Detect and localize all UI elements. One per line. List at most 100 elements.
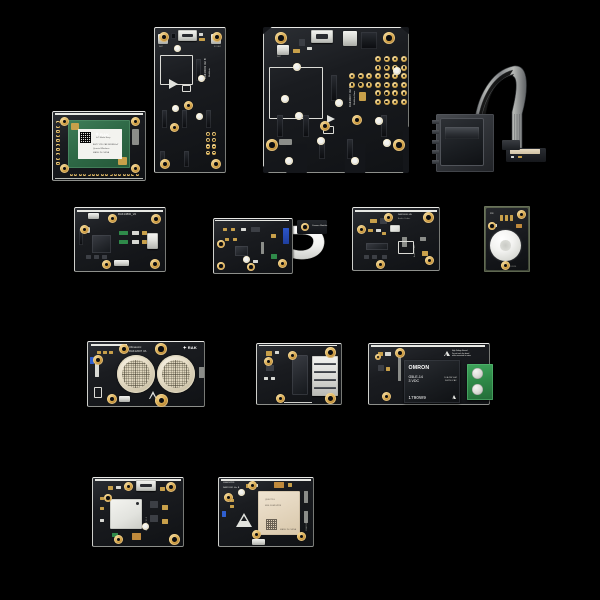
terminal-block-connector[interactable]: [312, 356, 338, 396]
terminal-lever[interactable]: [314, 362, 336, 366]
smd-component: [253, 260, 258, 263]
micro-usb-connector[interactable]: [136, 480, 156, 491]
product-rak19003-wisblock-base[interactable]: BAT SOLAR RAK19003 Ver B WisBlock: [154, 27, 226, 173]
io-connector[interactable]: [119, 396, 130, 402]
silk-label-solar: SOLAR: [213, 46, 221, 48]
via-hole: [375, 117, 383, 125]
rak-logo: RAK: [182, 345, 197, 350]
product-rak2305-wifi-module[interactable]: RAK2305 V1.0: [92, 477, 184, 547]
silk-label-part: RAK12014: [506, 265, 517, 268]
rj45-pin-header[interactable]: [88, 213, 99, 219]
board-to-board-connector[interactable]: [162, 110, 167, 128]
green-screw-terminal[interactable]: [467, 364, 493, 400]
expansion-header-pads-secondary: [349, 73, 373, 88]
smd-component: [100, 507, 104, 510]
board-to-board-connector[interactable]: [347, 139, 353, 159]
product-rak19007-wisblock-base[interactable]: RAK19007 Ver B WisBlock Base BAT: [263, 27, 409, 173]
rak-wordmark: RAK: [187, 345, 197, 350]
module-brand-text: QUECTEL: [265, 499, 276, 501]
silk-label-family: WisBlock: [209, 68, 211, 77]
fpc-connector[interactable]: [283, 228, 289, 244]
smd-component: [380, 218, 387, 224]
mounting-hole: [160, 159, 170, 169]
mounting-hole: [501, 261, 510, 270]
product-rak13003-terminal-io-board[interactable]: [256, 343, 342, 405]
board-to-board-connector[interactable]: [303, 115, 309, 137]
wifi-rf-shield: [110, 499, 142, 529]
via-hole: [196, 113, 203, 120]
smd-component: [402, 237, 407, 247]
smd-component: [199, 367, 204, 378]
housing-fin: [432, 120, 439, 124]
product-rak13800-ethernet-module[interactable]: RAK13800_VA: [74, 207, 166, 272]
board-to-board-connector[interactable]: [182, 110, 187, 128]
smd-component: [132, 240, 139, 244]
silk-label-bat: BAT: [277, 56, 281, 58]
product-rak5860-cellular-module[interactable]: RAK IoT Made Easy BG77 LTE CAT-M1/NB-IoT…: [52, 111, 146, 181]
housing-fin: [432, 160, 439, 164]
rj45-jack[interactable]: [147, 233, 158, 249]
silk-label-model: RAK12007 VA: [129, 349, 147, 353]
terminal-lever[interactable]: [314, 370, 336, 374]
triangle-silk-icon: [169, 79, 178, 89]
board-connector[interactable]: [114, 260, 129, 266]
mounting-hole: [320, 121, 330, 131]
terminal-lever[interactable]: [314, 378, 336, 382]
smd-component: [222, 511, 226, 517]
io-connector[interactable]: [343, 31, 357, 46]
battery-connector[interactable]: [277, 45, 289, 55]
smd-component: [231, 228, 235, 231]
mounting-hole: [352, 115, 362, 125]
smd-component: [199, 33, 203, 36]
fpc-latch[interactable]: [510, 149, 540, 154]
product-barcode-scanner-module[interactable]: [430, 52, 560, 178]
mounting-hole: [119, 344, 129, 354]
mounting-hole: [288, 351, 297, 360]
smd-component: [116, 486, 121, 489]
push-button[interactable]: [361, 32, 377, 49]
terminal-screw[interactable]: [472, 368, 483, 379]
product-rak12007-ultrasonic-sensor[interactable]: Ultrasonic RAK12007 VA RAK: [87, 341, 205, 407]
product-pir-sensor-module[interactable]: PIR RAK12014: [484, 206, 530, 272]
sim-connector[interactable]: [252, 539, 265, 545]
smd-component: [376, 229, 381, 232]
board-to-board-connector[interactable]: [206, 110, 211, 128]
smd-component: [510, 215, 513, 221]
via-hole: [285, 157, 293, 165]
board-to-board-connector[interactable]: [277, 115, 283, 137]
terminal-lever[interactable]: [314, 386, 336, 390]
usb-c-connector[interactable]: [311, 30, 333, 43]
pin-header: [261, 242, 264, 254]
smd-component: [382, 255, 387, 259]
usb-c-connector[interactable]: [178, 30, 197, 41]
product-rak18000-audio-board[interactable]: RAK18000 VA Audio Codec Audio Codec: [352, 207, 440, 271]
smd-component: [422, 251, 428, 256]
fpc-connector[interactable]: [502, 140, 520, 150]
silk-hourglass-icon: [182, 85, 191, 92]
mounting-hole: [155, 394, 168, 407]
mounting-hole: [325, 393, 336, 404]
product-rak13101-gsm-gprs-module[interactable]: GSM/GPRS RAK13101 Ver B QUECTEL M66 GSM/…: [218, 477, 314, 547]
mounting-hole: [80, 225, 89, 234]
board-to-board-connector[interactable]: [319, 139, 325, 159]
product-relay-module-board[interactable]: High Voltage Hazard Do not touch the boa…: [368, 343, 493, 405]
board-to-board-connector[interactable]: [381, 115, 387, 137]
terminal-screw[interactable]: [472, 384, 483, 395]
mounting-hole: [248, 481, 257, 490]
silk-label-family: WisBlock Base: [354, 90, 356, 105]
board-to-board-connector[interactable]: [331, 75, 337, 101]
header-pad-field: [206, 132, 217, 155]
board-to-board-connector[interactable]: [79, 229, 83, 245]
board-to-board-connector[interactable]: [196, 59, 201, 81]
mounting-hole: [278, 259, 287, 268]
smd-component: [264, 377, 268, 380]
product-camera-module[interactable]: Camera Module: [205, 208, 340, 278]
board-to-board-connector[interactable]: [184, 151, 189, 167]
ethernet-controller-ic: [92, 235, 111, 253]
silk-label-model: RAK19007 Ver B: [349, 86, 352, 107]
mounting-hole: [102, 260, 111, 269]
smd-component: [370, 219, 377, 223]
module-part-text-2: Quectel Wireless: [93, 147, 110, 150]
